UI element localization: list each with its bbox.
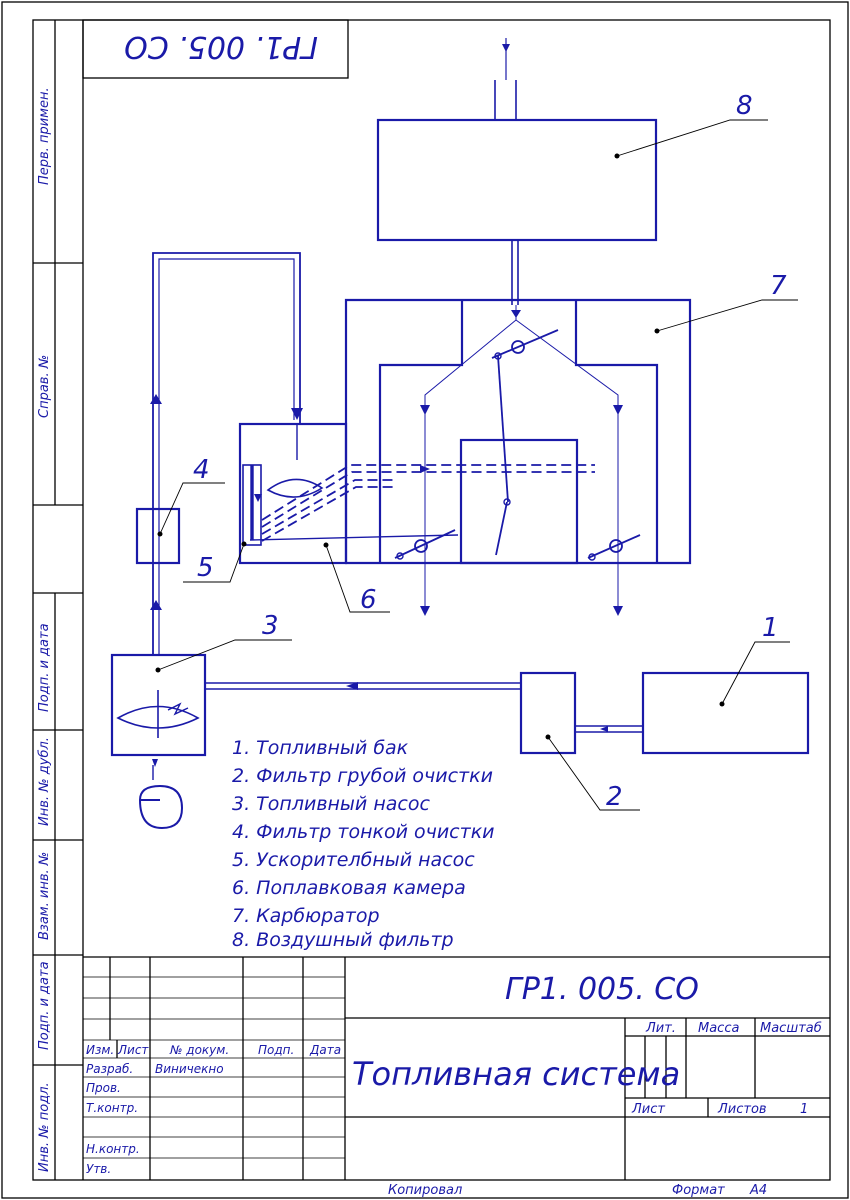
callout-6: 6 bbox=[360, 585, 377, 615]
callout-1: 1 bbox=[762, 613, 779, 643]
legend-item: 1. Топливный бак bbox=[232, 737, 409, 759]
kopiroval-label: Копировал bbox=[388, 1183, 462, 1198]
callout-leaders bbox=[157, 119, 798, 811]
supply-line bbox=[152, 252, 301, 655]
side-podp-data-2: Подп. и дата bbox=[37, 961, 52, 1050]
coarse-filter bbox=[519, 671, 577, 755]
col-podp: Подп. bbox=[258, 1043, 294, 1057]
top-rotated-code: ГР1. 005. СО bbox=[124, 29, 318, 64]
side-sprav-no: Справ. № bbox=[37, 355, 52, 418]
carburettor-inner-right bbox=[574, 300, 659, 563]
side-perv-primen: Перв. примен. bbox=[37, 87, 52, 185]
carburettor-body bbox=[344, 298, 692, 565]
format-label: Формат bbox=[672, 1183, 725, 1198]
legend-item: 5. Ускорителбный насос bbox=[232, 849, 475, 871]
component-legend: 1. Топливный бак 2. Фильтр грубой очистк… bbox=[232, 737, 495, 951]
legend-item: 3. Топливный насос bbox=[232, 793, 430, 815]
carburettor-inner-left bbox=[378, 300, 464, 563]
legend-item: 2. Фильтр грубой очистки bbox=[232, 765, 493, 787]
callout-dots bbox=[155, 153, 725, 740]
callout-4: 4 bbox=[193, 455, 210, 485]
col-data: Дата bbox=[309, 1043, 341, 1057]
callout-2: 2 bbox=[606, 782, 623, 812]
row-nkontr: Н.контр. bbox=[86, 1142, 140, 1156]
masshtab-label: Масштаб bbox=[760, 1021, 822, 1036]
title-block-text: ГР1. 005. СО Топливная система Лит. Масс… bbox=[86, 972, 822, 1198]
filter-to-carb-pipe bbox=[511, 240, 519, 305]
fine-filter bbox=[135, 507, 181, 565]
legend-item: 4. Фильтр тонкой очистки bbox=[232, 821, 495, 843]
format-value: А4 bbox=[749, 1183, 767, 1198]
list-label: Лист bbox=[631, 1102, 665, 1117]
doc-title: Топливная система bbox=[352, 1055, 680, 1093]
fuel-pump bbox=[110, 653, 207, 757]
row-razrab: Разраб. bbox=[86, 1062, 133, 1076]
title-block-lines bbox=[83, 956, 830, 1180]
massa-label: Масса bbox=[698, 1021, 739, 1036]
side-podp-data-1: Подп. и дата bbox=[37, 623, 52, 712]
air-intake-pipe bbox=[494, 80, 517, 120]
listov-value: 1 bbox=[800, 1102, 808, 1117]
row-prov: Пров. bbox=[86, 1081, 121, 1095]
pump-diaphragm bbox=[116, 705, 200, 729]
legend-item: 7. Карбюратор bbox=[232, 905, 380, 927]
callout-numbers: 1 2 3 4 5 6 7 8 bbox=[193, 91, 787, 812]
title-block-thin-lines bbox=[83, 976, 345, 1159]
col-doc: № докум. bbox=[169, 1043, 229, 1057]
listov-label: Листов bbox=[717, 1102, 767, 1117]
callout-7: 7 bbox=[770, 271, 787, 301]
air-filter-box bbox=[376, 118, 658, 242]
side-strip-labels: Перв. примен. Справ. № Подп. и дата Инв.… bbox=[37, 87, 52, 1172]
side-vzam-inv: Взам. инв. № bbox=[37, 852, 52, 940]
fuel-tank bbox=[641, 671, 810, 755]
legend-item: 6. Поплавковая камера bbox=[232, 877, 466, 899]
callout-3: 3 bbox=[262, 611, 279, 641]
side-strip bbox=[33, 20, 83, 1180]
fuel-system-schematic bbox=[110, 38, 810, 830]
doc-code: ГР1. 005. СО bbox=[505, 972, 699, 1007]
row-utv: Утв. bbox=[86, 1162, 111, 1176]
col-izm: Изм. bbox=[86, 1043, 114, 1057]
row-tkontr: Т.контр. bbox=[86, 1101, 138, 1115]
callout-8: 8 bbox=[736, 91, 753, 121]
side-inv-podl: Инв. № подл. bbox=[37, 1082, 52, 1172]
razrab-name: Виничекно bbox=[155, 1062, 224, 1076]
float-body bbox=[266, 478, 324, 498]
side-inv-dubl: Инв. № дубл. bbox=[37, 737, 52, 826]
col-list: Лист bbox=[117, 1043, 149, 1057]
callout-5: 5 bbox=[197, 553, 214, 583]
flow-arrows bbox=[150, 310, 623, 767]
lit-label: Лит. bbox=[645, 1021, 676, 1036]
carburettor-mixing-chamber bbox=[459, 438, 579, 565]
legend-item: 8. Воздушный фильтр bbox=[232, 929, 454, 951]
